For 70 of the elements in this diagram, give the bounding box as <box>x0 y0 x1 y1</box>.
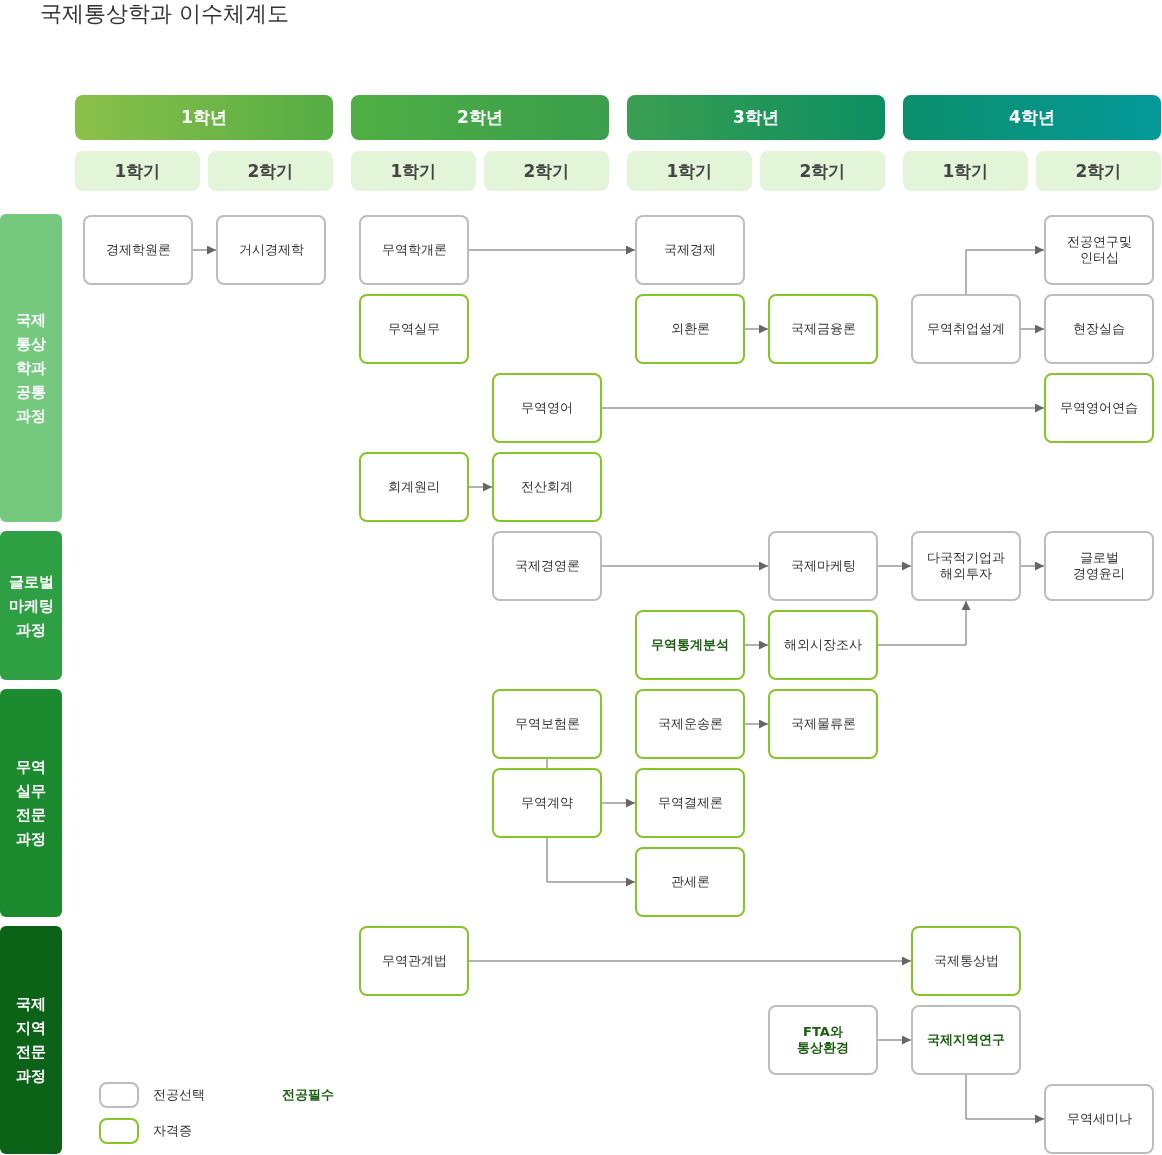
semester-header: 2학기 <box>760 151 885 191</box>
arrow <box>546 837 636 887</box>
legend-label: 전공필수 <box>282 1086 334 1104</box>
track-band: 무역 실무 전문 과정 <box>0 689 62 917</box>
course-box: 글로벌 경영윤리 <box>1044 531 1154 601</box>
arrow <box>965 1074 1045 1124</box>
course-box: 관세론 <box>635 847 745 917</box>
arrow <box>877 561 912 571</box>
arrow <box>744 324 769 334</box>
course-box: 무역영어 <box>492 373 602 443</box>
arrow <box>1020 561 1045 571</box>
year-header: 2학년 <box>351 95 609 140</box>
course-box: 회계원리 <box>359 452 469 522</box>
arrow <box>877 600 971 646</box>
course-box: 무역세미나 <box>1044 1084 1154 1154</box>
arrow <box>468 245 636 255</box>
year-header: 1학년 <box>75 95 333 140</box>
course-box: 무역보험론 <box>492 689 602 759</box>
course-box: 국제물류론 <box>768 689 878 759</box>
course-box: 국제통상법 <box>911 926 1021 996</box>
course-box: 무역계약 <box>492 768 602 838</box>
semester-header: 1학기 <box>627 151 752 191</box>
course-box: 국제경영론 <box>492 531 602 601</box>
arrow <box>601 403 1045 413</box>
course-box: 무역결제론 <box>635 768 745 838</box>
arrow <box>601 561 769 571</box>
course-box: 전산회계 <box>492 452 602 522</box>
course-box: 무역통계분석 <box>635 610 745 680</box>
arrow <box>601 798 636 808</box>
semester-header: 2학기 <box>484 151 609 191</box>
connector-line <box>546 758 548 769</box>
arrow <box>744 719 769 729</box>
arrow <box>744 640 769 650</box>
course-box: 전공연구및 인터십 <box>1044 215 1154 285</box>
course-box: 무역취업설계 <box>911 294 1021 364</box>
arrow <box>468 482 493 492</box>
track-band: 글로벌 마케팅 과정 <box>0 531 62 680</box>
track-band: 국제 지역 전문 과정 <box>0 926 62 1154</box>
course-box: 무역영어연습 <box>1044 373 1154 443</box>
semester-header: 2학기 <box>208 151 333 191</box>
course-box: 국제운송론 <box>635 689 745 759</box>
arrow <box>1020 324 1045 334</box>
course-box: FTA와 통상환경 <box>768 1005 878 1075</box>
legend-label: 전공선택 <box>153 1086 205 1104</box>
course-box: 다국적기업과 해외투자 <box>911 531 1021 601</box>
page-title: 국제통상학과 이수체계도 <box>40 0 289 28</box>
arrow <box>468 956 912 966</box>
arrow <box>192 245 217 255</box>
arrow <box>965 245 1045 295</box>
course-box: 국제경제 <box>635 215 745 285</box>
year-header: 3학년 <box>627 95 885 140</box>
semester-header: 1학기 <box>903 151 1028 191</box>
course-box: 국제마케팅 <box>768 531 878 601</box>
year-header: 4학년 <box>903 95 1161 140</box>
course-box: 외환론 <box>635 294 745 364</box>
semester-header: 1학기 <box>75 151 200 191</box>
course-box: 해외시장조사 <box>768 610 878 680</box>
track-band: 국제 통상 학과 공통 과정 <box>0 214 62 522</box>
course-box: 무역실무 <box>359 294 469 364</box>
course-box: 국제지역연구 <box>911 1005 1021 1075</box>
course-box: 경제학원론 <box>83 215 193 285</box>
course-box: 국제금융론 <box>768 294 878 364</box>
semester-header: 2학기 <box>1036 151 1161 191</box>
legend-label: 자격증 <box>153 1122 192 1140</box>
arrow <box>877 1035 912 1045</box>
course-box: 무역학개론 <box>359 215 469 285</box>
course-box: 무역관계법 <box>359 926 469 996</box>
course-box: 현장실습 <box>1044 294 1154 364</box>
course-box: 거시경제학 <box>216 215 326 285</box>
semester-header: 1학기 <box>351 151 476 191</box>
